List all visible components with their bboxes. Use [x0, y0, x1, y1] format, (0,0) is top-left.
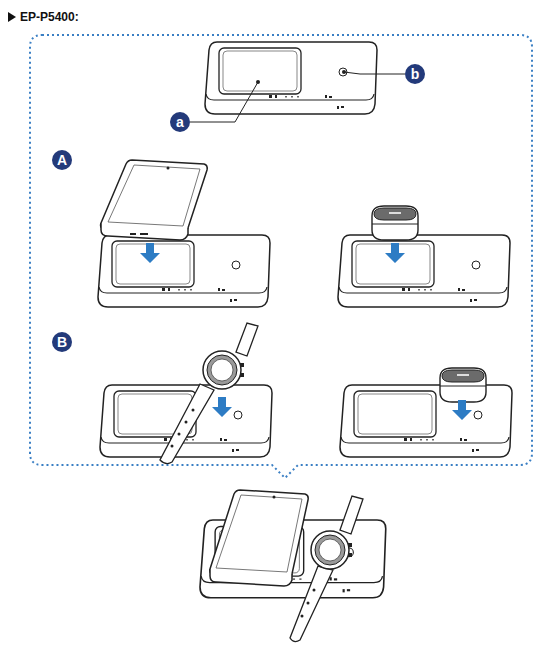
- callout-circle: [52, 150, 72, 170]
- bullet-marker: [8, 12, 16, 22]
- callout-circle: [405, 64, 425, 84]
- charger-pad: [98, 235, 270, 307]
- down-arrow: [140, 243, 160, 263]
- callout-letter: A: [52, 150, 72, 170]
- dotted-frame: [30, 35, 532, 478]
- model-title: EP-P5400:: [20, 9, 79, 25]
- smartwatch: [160, 323, 258, 464]
- charger-pad: [100, 385, 272, 457]
- earbuds-case: [372, 206, 418, 240]
- leader-line: [344, 72, 405, 74]
- smartwatch: [290, 496, 363, 642]
- leader-line: [190, 82, 258, 122]
- charger-pad: [338, 235, 510, 307]
- callout-letter: b: [405, 64, 425, 84]
- phone: [210, 490, 308, 586]
- callout-letter: B: [52, 332, 72, 352]
- callout-circle: [170, 112, 190, 132]
- charger-pad: [205, 42, 377, 114]
- leader-dot: [256, 80, 260, 84]
- phone: [100, 160, 207, 240]
- down-arrow: [385, 243, 405, 263]
- down-arrow: [452, 400, 472, 420]
- callout-circle: [52, 332, 72, 352]
- leader-dot: [342, 70, 346, 74]
- down-arrow: [212, 397, 232, 417]
- earbuds-case: [440, 368, 486, 402]
- callout-letter: a: [170, 112, 190, 132]
